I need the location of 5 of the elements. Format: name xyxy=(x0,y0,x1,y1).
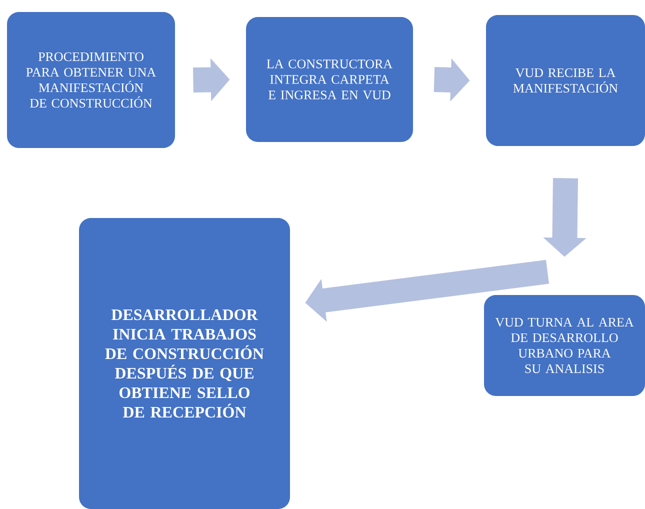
process-box: VUD TURNA AL AREA DE DESARROLLO URBANO PARA SU ANALISIS xyxy=(484,295,645,396)
process-box: DESARROLLADOR INICIA TRABAJOS DE CONSTRUCCIÓN DESPUÉS DE QUE OBTIENE SELLO DE RECEPCIÓN xyxy=(79,218,290,509)
process-box: LA CONSTRUCTORA INTEGRA CARPETA E INGRESA EN VUD xyxy=(246,17,413,142)
process-box: VUD RECIBE LA MANIFESTACIÓN xyxy=(486,15,645,146)
process-box: PROCEDIMIENTO PARA OBTENER UNA MANIFESTACIÓN DE CONSTRUCCIÓN xyxy=(7,12,175,148)
